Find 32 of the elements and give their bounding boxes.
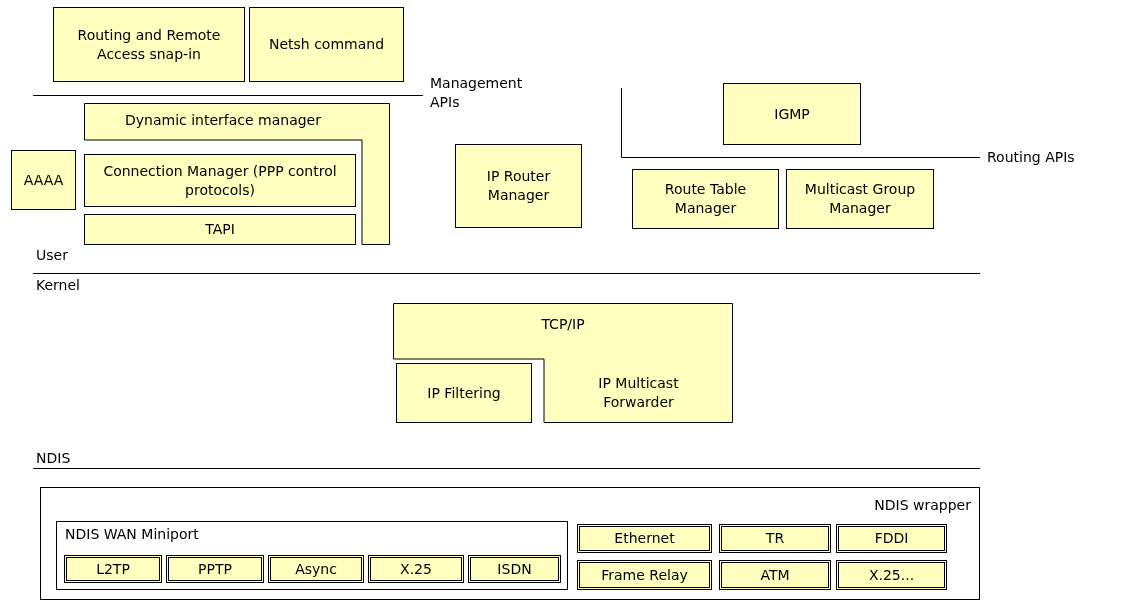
box-label: IP Multicast Forwarder xyxy=(597,374,680,412)
component-box: TAPI xyxy=(84,214,356,245)
component-box: Multicast Group Manager xyxy=(786,169,934,229)
box-label: Dynamic interface manager xyxy=(125,112,321,128)
group-frame xyxy=(40,487,980,600)
box-label: TCP/IP xyxy=(541,316,585,332)
table-cell-box: Async xyxy=(268,555,364,583)
table-cell-box: X.25 xyxy=(368,555,464,583)
component-box: IGMP xyxy=(723,83,861,145)
table-cell-box: PPTP xyxy=(166,555,264,583)
component-box: Routing and Remote Access snap-in xyxy=(53,7,245,82)
component-box: Netsh command xyxy=(249,7,404,82)
region-label: Routing APIs xyxy=(987,148,1075,167)
box-label: NDIS WAN Miniport xyxy=(65,526,199,542)
region-label: Kernel xyxy=(36,276,80,295)
table-cell-box: FDDI xyxy=(836,524,947,553)
group-frame xyxy=(56,521,568,590)
component-box: AAAA xyxy=(11,150,76,210)
region-label: User xyxy=(36,246,68,265)
box-label: NDIS wrapper xyxy=(874,497,971,513)
table-cell-box: TR xyxy=(719,524,831,553)
component-box: IP Router Manager xyxy=(455,144,582,228)
table-cell-box: Frame Relay xyxy=(577,560,712,590)
component-box: Route Table Manager xyxy=(632,169,779,229)
component-box: IP Filtering xyxy=(396,363,532,423)
component-box: Connection Manager (PPP control protocols) xyxy=(84,154,356,207)
table-cell-box: Ethernet xyxy=(577,524,712,553)
region-label: NDIS xyxy=(36,449,71,468)
table-cell-box: ATM xyxy=(719,560,831,590)
table-cell-box: ISDN xyxy=(468,555,561,583)
table-cell-box: X.25... xyxy=(836,560,947,590)
table-cell-box: L2TP xyxy=(64,555,162,583)
